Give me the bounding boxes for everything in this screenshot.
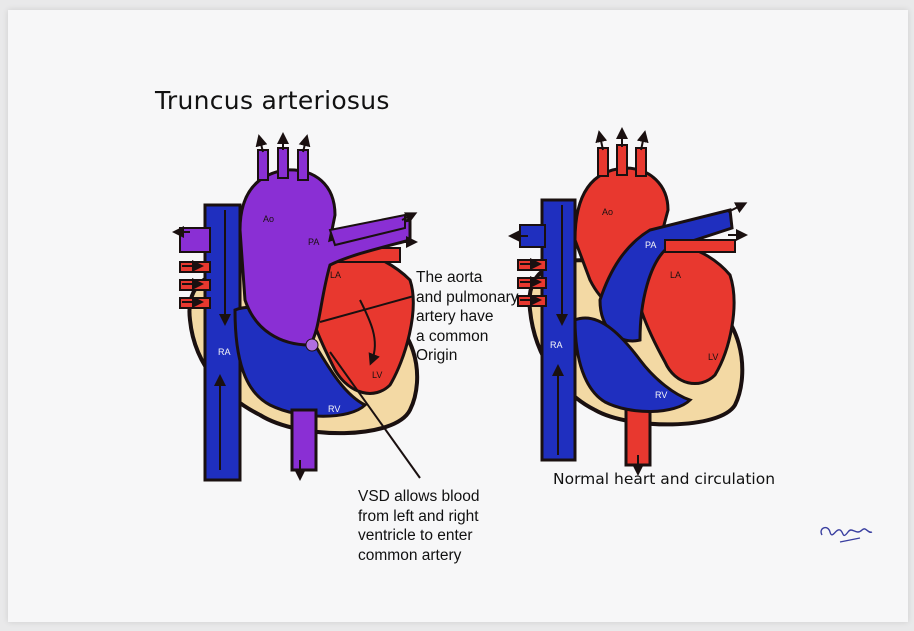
common-origin-line-4: a common: [416, 327, 596, 347]
truncus-heart: Ao PA LA LV RA RV: [178, 138, 417, 480]
truncus-label-ao: Ao: [263, 214, 274, 224]
vsd-line-3: ventricle to enter: [358, 526, 558, 546]
normal-arch-vessel-1: [598, 148, 608, 176]
normal-label-lv: LV: [708, 352, 718, 362]
signature-mark: [821, 528, 872, 542]
truncus-label-lv: LV: [372, 370, 382, 380]
normal-label-pa: PA: [645, 240, 656, 250]
vsd-label: VSD allows blood from left and right ven…: [358, 487, 558, 565]
truncus-label-rv: RV: [328, 404, 340, 414]
truncus-vsd-mark: [306, 339, 318, 351]
normal-label-rv: RV: [655, 390, 667, 400]
normal-label-la: LA: [670, 270, 681, 280]
vsd-line-2: from left and right: [358, 507, 558, 527]
truncus-label-pa: PA: [308, 237, 319, 247]
common-origin-line-5: Origin: [416, 346, 596, 366]
common-origin-line-2: and pulmonary: [416, 288, 596, 308]
vsd-line-1: VSD allows blood: [358, 487, 558, 507]
normal-pulmonary-vein-right: [665, 240, 735, 252]
truncus-descending-aorta: [292, 410, 316, 470]
truncus-arch-vessel-1: [258, 150, 268, 180]
truncus-arch-vessel-2: [278, 148, 288, 178]
truncus-label-ra: RA: [218, 347, 231, 357]
common-origin-line-3: artery have: [416, 307, 596, 327]
diagram-title: Truncus arteriosus: [155, 86, 390, 115]
normal-arch-vessel-3: [636, 148, 646, 176]
vsd-line-4: common artery: [358, 546, 558, 566]
normal-label-ao: Ao: [602, 207, 613, 217]
truncus-arch-vessel-3: [298, 150, 308, 180]
common-origin-line-1: The aorta: [416, 268, 596, 288]
truncus-label-la: LA: [330, 270, 341, 280]
common-origin-label: The aorta and pulmonary artery have a co…: [416, 268, 596, 366]
normal-arch-vessel-2: [617, 145, 627, 175]
normal-heart-caption: Normal heart and circulation: [553, 470, 775, 490]
